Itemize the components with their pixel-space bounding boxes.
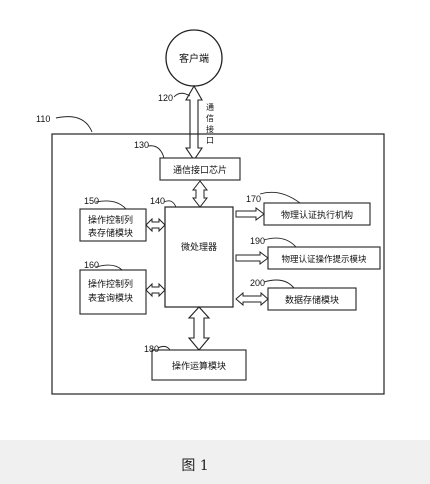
chip-mcu-arrow	[191, 180, 209, 208]
comm-chip-leader	[147, 145, 165, 159]
data-store-label: 数据存储模块	[285, 294, 339, 306]
footer-band	[0, 440, 430, 484]
client-label: 客户端	[179, 52, 209, 65]
op-list-query-line2: 表查询模块	[88, 292, 133, 304]
auth-exec-leader	[259, 191, 301, 204]
comm-interface-char: 信	[206, 113, 214, 123]
op-list-query-ref: 160	[84, 260, 99, 270]
auth-prompt-ref: 190	[250, 236, 265, 246]
auth-exec-label: 物理认证执行机构	[281, 209, 353, 221]
system-leader	[55, 116, 93, 133]
auth-exec-ref: 170	[246, 194, 261, 204]
microprocessor-box	[164, 206, 234, 308]
comm-interface-leader	[173, 92, 191, 98]
system-ref: 110	[36, 114, 50, 124]
comm-interface-arrow	[184, 84, 204, 161]
op-list-store-line1: 操作控制列	[88, 214, 133, 226]
auth-prompt-label: 物理认证操作提示模块	[281, 254, 367, 265]
comm-interface-char: 口	[206, 136, 214, 145]
system-boundary	[51, 133, 385, 395]
microprocessor-label: 微处理器	[181, 241, 217, 253]
data-store-ref: 200	[250, 278, 265, 288]
op-compute-leader	[157, 345, 171, 351]
op-list-query-box	[79, 269, 147, 315]
op-list-store-leader	[95, 200, 127, 210]
op-compute-ref: 180	[144, 344, 159, 354]
auth-prompt-leader	[263, 237, 297, 248]
data-store-leader	[263, 279, 295, 289]
data-store-arrow	[235, 291, 269, 307]
comm-chip-box	[159, 157, 241, 181]
mcu-compute-arrow	[187, 306, 211, 351]
auth-prompt-arrow	[235, 251, 269, 265]
comm-interface-label: 通信接口	[206, 102, 214, 145]
op-list-query-leader	[95, 264, 123, 271]
op-list-store-ref: 150	[84, 196, 99, 206]
auth-exec-arrow	[235, 207, 265, 221]
comm-chip-ref: 130	[134, 140, 149, 150]
figure-caption: 图 1	[181, 458, 208, 474]
op-compute-box	[151, 349, 247, 381]
op-compute-label: 操作运算模块	[172, 360, 226, 372]
microprocessor-leader	[163, 200, 177, 208]
comm-interface-char: 接	[206, 124, 214, 134]
op-list-store-box	[79, 208, 147, 242]
op-list-query-arrow	[145, 282, 166, 298]
op-list-store-arrow	[145, 217, 166, 233]
comm-interface-ref: 120	[158, 93, 173, 103]
microprocessor-ref: 140	[150, 196, 165, 206]
comm-interface-char: 通	[206, 102, 214, 112]
op-list-store-line2: 表存储模块	[88, 227, 133, 239]
comm-chip-label: 通信接口芯片	[173, 164, 227, 176]
op-list-query-line1: 操作控制列	[88, 278, 133, 290]
